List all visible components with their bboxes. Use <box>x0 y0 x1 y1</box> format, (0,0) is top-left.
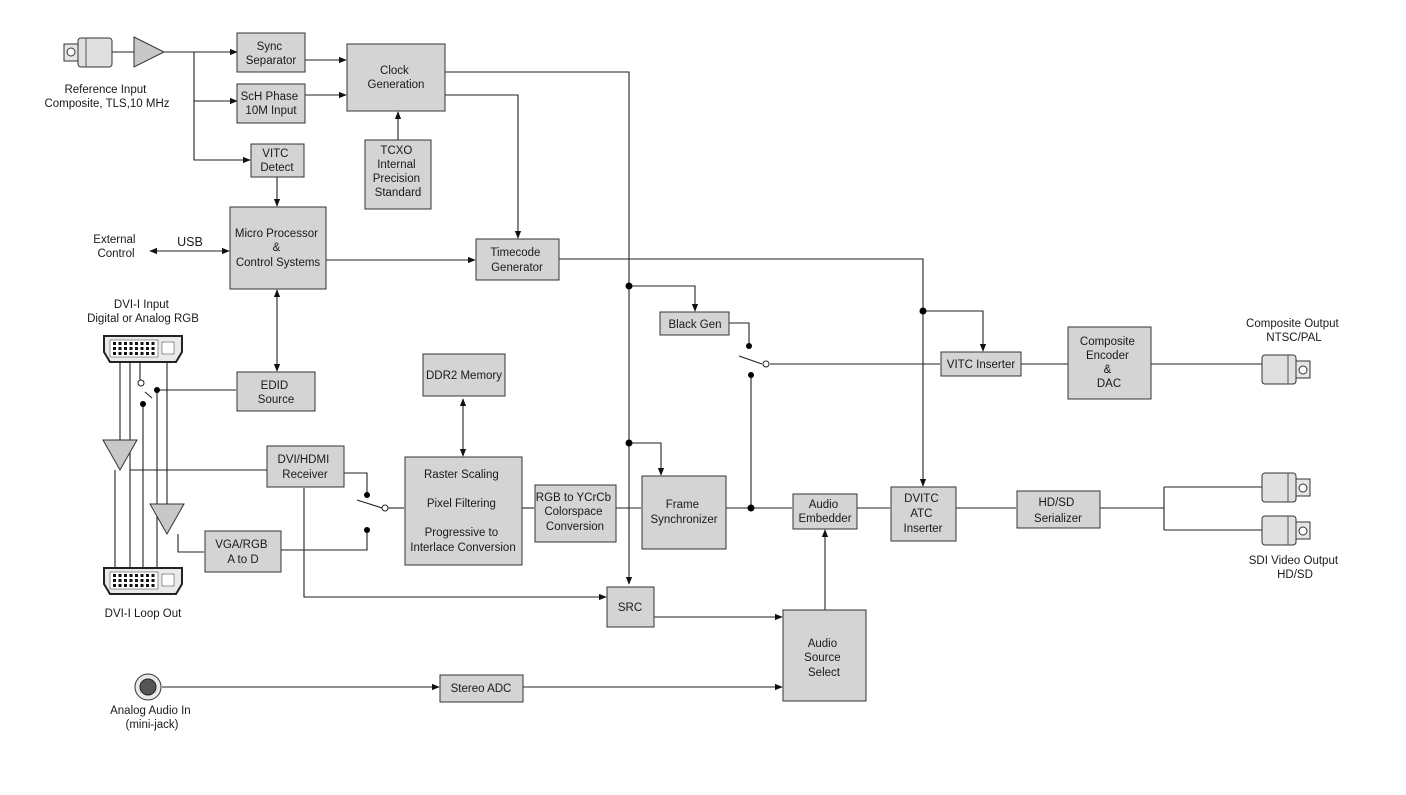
tcxo-label: TCXO Internal Precision Standard <box>373 145 424 199</box>
dvi-loop-out-label: DVI-I Loop Out <box>105 608 183 620</box>
stereo-adc-block <box>439 674 524 703</box>
dvi-connector-icon <box>103 567 183 595</box>
rgb-ycrcb-block <box>534 484 617 543</box>
audio-source-select-label: Audio Source Select <box>804 638 844 679</box>
timecode-generator-label: Timecode Generator <box>490 247 543 274</box>
clock-generation-block <box>346 43 446 112</box>
edid-source-label: EDID Source <box>258 380 294 406</box>
src-label: SRC <box>618 602 642 614</box>
vitc-detect-label: VITC Detect <box>260 148 294 174</box>
external-labels: Reference Input Composite, TLS,10 MHz Ex… <box>44 84 1342 731</box>
amplifier-icon <box>149 503 185 536</box>
junction-dots <box>140 282 927 533</box>
composite-output-label: Composite Output NTSC/PAL <box>1246 318 1342 344</box>
vitc-inserter-block <box>940 351 1022 377</box>
micro-processor-block <box>229 206 327 290</box>
vga-rgb-block <box>204 530 282 573</box>
hd-sd-serializer-label: HD/SD Serializer <box>1034 497 1082 525</box>
vitc-inserter-label: VITC Inserter <box>947 359 1016 371</box>
bnc-connector-icon <box>1261 515 1311 546</box>
bnc-connector-icon <box>1261 472 1311 503</box>
amplifier-icon <box>102 439 138 472</box>
switch-icon <box>738 343 770 378</box>
wires <box>112 48 1262 691</box>
rgb-ycrcb-label: RGB to YCrCb Colorspace Conversion <box>536 492 614 533</box>
block-labels: Sync Separator Clock Generation ScH Phas… <box>215 41 1138 695</box>
dvi-hdmi-receiver-block <box>266 445 345 488</box>
raster-scaling-label: Raster Scaling Pixel Filtering Progressi… <box>410 469 515 554</box>
bnc-connector-icon <box>63 37 113 68</box>
switch-icon <box>356 499 389 512</box>
amplifier-icon <box>133 36 166 68</box>
stereo-adc-label: Stereo ADC <box>451 683 512 695</box>
hd-sd-serializer-block <box>1016 490 1101 529</box>
sdi-video-output-label: SDI Video Output HD/SD <box>1249 555 1342 581</box>
dvi-hdmi-receiver-label: DVI/HDMI Receiver <box>278 454 333 481</box>
black-gen-block <box>659 311 730 336</box>
sch-phase-label: ScH Phase 10M Input <box>241 91 302 117</box>
dvitc-inserter-block <box>890 486 957 542</box>
tcxo-block <box>364 139 432 210</box>
dvi-input-label: DVI-I Input Digital or Analog RGB <box>87 299 199 325</box>
micro-processor-label: Micro Processor & Control Systems <box>235 228 321 269</box>
black-gen-label: Black Gen <box>668 319 721 331</box>
switch-icon <box>137 379 145 387</box>
clock-generation-label: Clock Generation <box>368 65 425 91</box>
sync-separator-label: Sync Separator <box>246 41 297 67</box>
raster-scaling-block <box>404 456 523 566</box>
vga-rgb-label: VGA/RGB A to D <box>215 539 271 566</box>
audio-embedder-label: Audio Embedder <box>798 499 851 525</box>
src-block <box>606 586 655 628</box>
dvi-connector-icon <box>103 335 183 363</box>
composite-encoder-block <box>1067 326 1152 400</box>
composite-encoder-label: Composite Encoder & DAC <box>1080 336 1138 390</box>
sync-separator-block <box>236 32 306 73</box>
reference-input-label: Reference Input Composite, TLS,10 MHz <box>44 84 169 110</box>
sch-phase-block <box>236 83 306 124</box>
external-control-label: External Control <box>93 234 138 260</box>
audio-embedder-block <box>792 493 858 530</box>
edid-source-block <box>236 371 316 412</box>
vitc-detect-block <box>250 143 305 178</box>
frame-synchronizer-block <box>641 475 727 550</box>
timecode-generator-block <box>475 238 560 281</box>
blocks <box>204 32 1152 703</box>
dvitc-inserter-label: DVITC ATC Inserter <box>904 493 943 535</box>
mini-jack-icon <box>134 673 162 701</box>
ddr2-memory-block <box>422 353 506 397</box>
bnc-connector-icon <box>1261 354 1311 385</box>
ddr2-memory-label: DDR2 Memory <box>426 370 502 382</box>
analog-audio-in-label: Analog Audio In (mini-jack) <box>110 705 194 731</box>
usb-label: USB <box>177 235 203 249</box>
frame-synchronizer-label: Frame Synchronizer <box>650 499 717 526</box>
audio-source-select-block <box>782 609 867 702</box>
